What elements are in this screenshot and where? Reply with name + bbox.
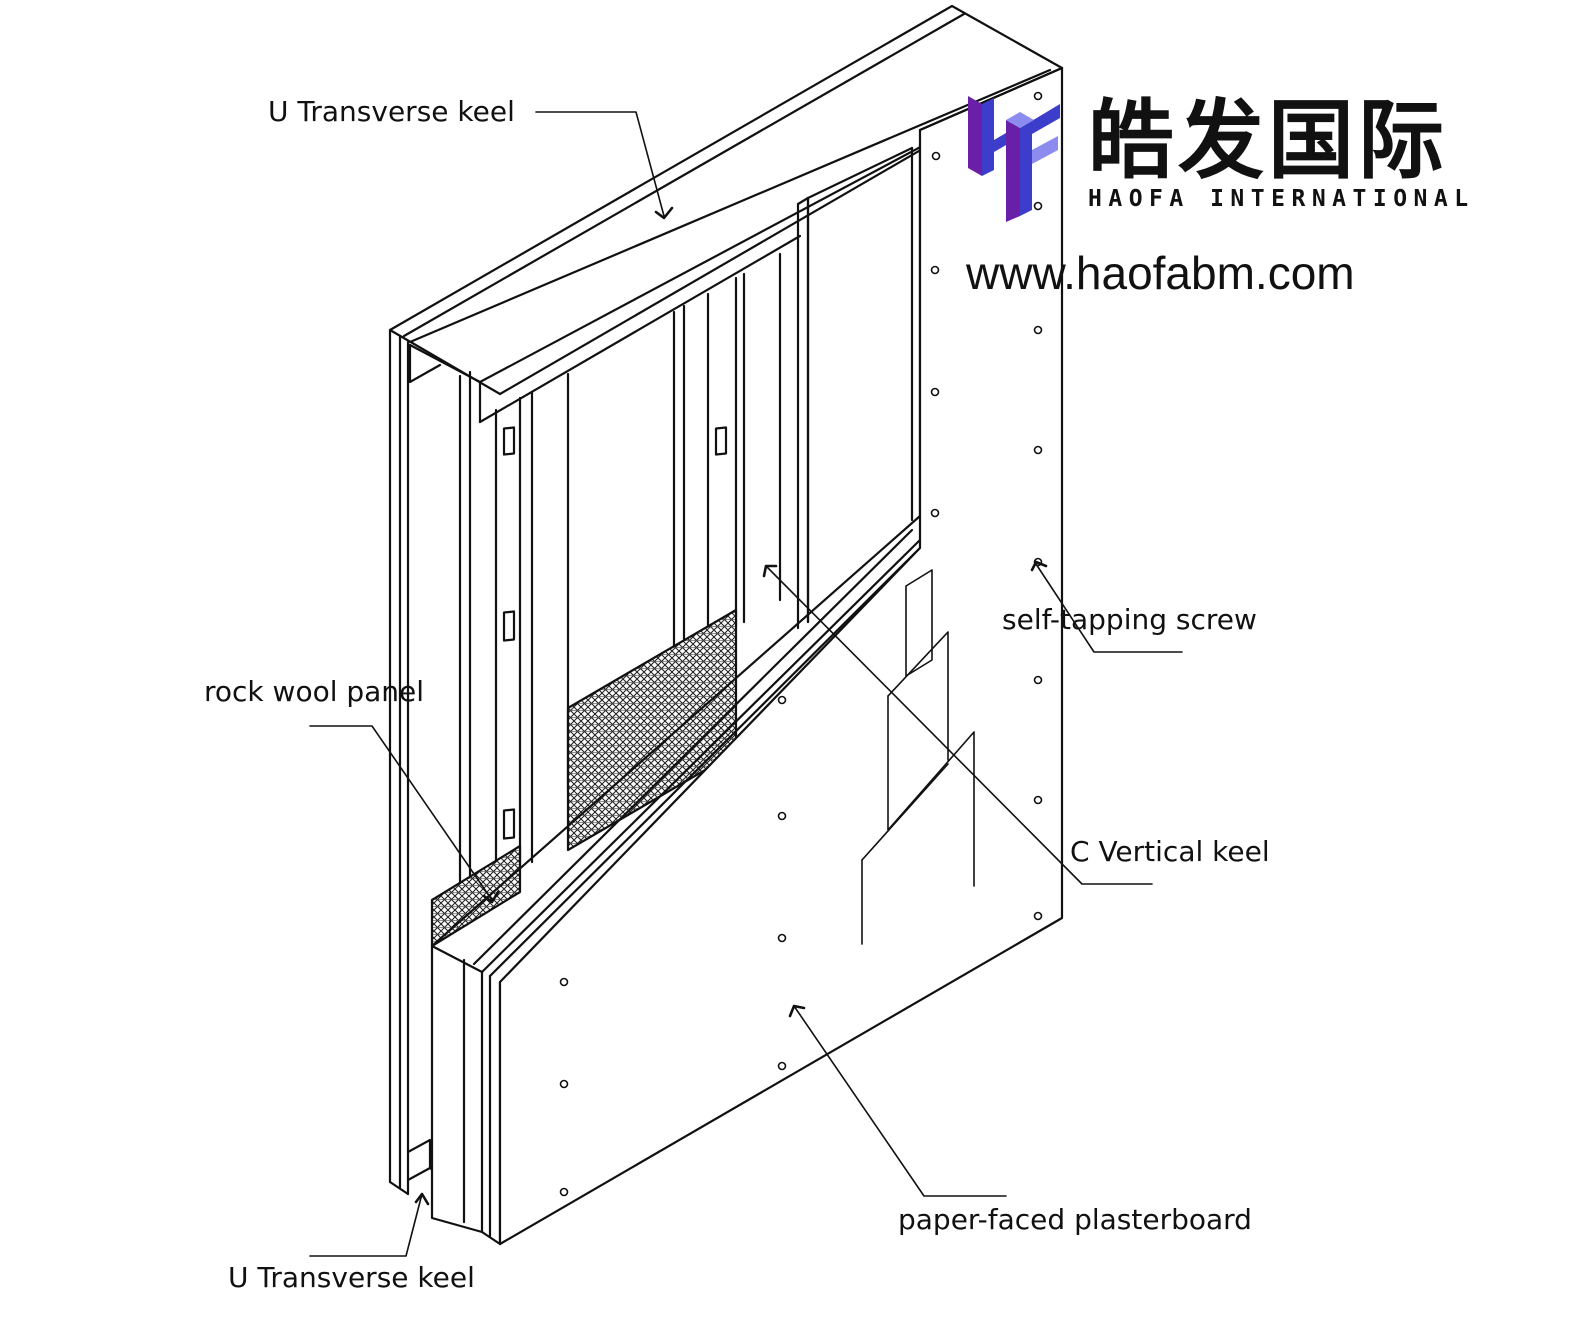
brand-website: www.haofabm.com — [966, 247, 1355, 299]
plasterboard-layers — [430, 66, 1064, 1246]
label-top-u-keel: U Transverse keel — [268, 95, 515, 128]
label-rock-wool-panel: rock wool panel — [204, 675, 425, 708]
label-plasterboard: paper-faced plasterboard — [898, 1203, 1252, 1236]
top-u-keel — [388, 4, 1064, 424]
brand-name-chinese: 皓发国际 — [1088, 91, 1448, 191]
screws — [559, 91, 1043, 1197]
brand-name-english: HAOFA INTERNATIONAL — [1088, 186, 1475, 212]
label-bottom-u-keel: U Transverse keel — [228, 1261, 475, 1294]
hf-logo-icon — [968, 96, 1060, 222]
left-frame — [388, 328, 472, 1196]
board-edges — [861, 569, 975, 945]
label-self-tapping-screw: self-tapping screw — [1002, 603, 1257, 636]
leader-lines — [309, 111, 1183, 1257]
leader-arrows — [414, 206, 1048, 1206]
label-c-vertical-keel: C Vertical keel — [1070, 835, 1270, 868]
rock-wool-strip-left — [430, 844, 522, 948]
